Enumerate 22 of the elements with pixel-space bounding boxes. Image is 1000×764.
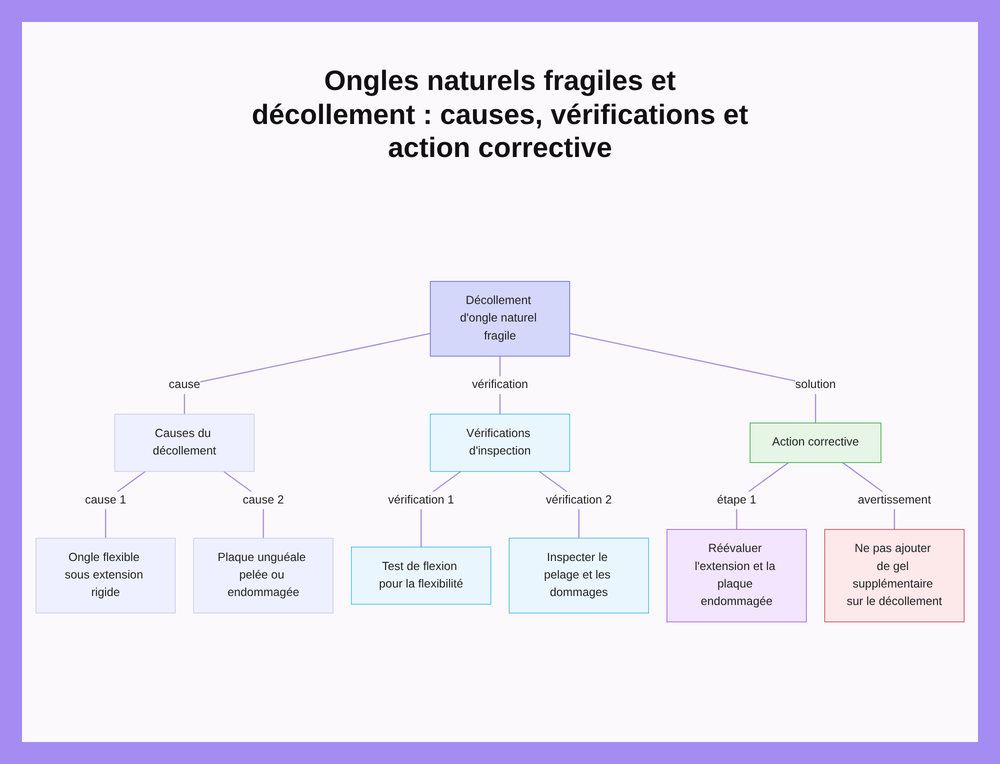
connector [570,332,816,423]
connector [184,332,430,414]
edge-label: vérification [472,378,528,391]
edge-label: cause 1 [85,494,126,506]
node-box: Vérifications d'inspection [430,414,570,472]
node-box: Inspecter le pelage et les dommages [508,538,649,614]
node-box: Test de flexion pour la flexibilité [351,546,492,604]
edge-label: cause [168,378,200,391]
node-box: Ongle flexible sous extension rigide [36,538,176,614]
node-box: Ne pas ajouter de gel supplémentaire sur le décollement [824,528,964,622]
node-box: Action corrective [750,422,882,463]
diagram-title: Ongles naturels fragiles et décollement : causes, vérifications et action corrective [250,64,750,165]
node-box: Réévaluer l'extension et la plaque endommagée [666,528,807,622]
edge-label: vérification 2 [546,494,612,506]
edge-label: étape 1 [717,494,756,506]
node-box: Décollement d'ongle naturel fragile [430,280,570,356]
node-box: Plaque unguéale pelée ou endommagée [193,538,334,614]
node-box: Causes du décollement [114,414,255,472]
edge-label: vérification 1 [388,494,454,506]
edge-label: cause 2 [242,494,284,506]
edge-label: avertissement [858,494,931,506]
edge-label: solution [795,378,836,391]
